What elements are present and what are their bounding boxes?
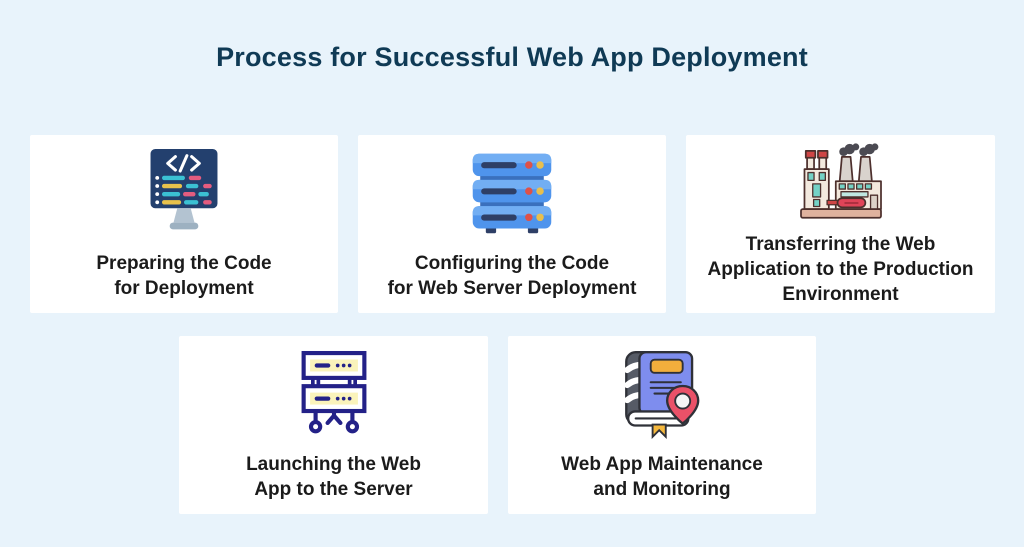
step-label: Configuring the Code for Web Server Depl… [387,253,637,299]
step-card-transferring-production: Transferring the Web Application to the … [686,135,995,313]
production-factory-icon [797,142,885,224]
web-server-stack-icon [465,147,559,239]
step-card-configuring-code: Configuring the Code for Web Server Depl… [358,135,666,313]
step-card-launching-server: Launching the Web App to the Server [179,336,488,514]
step-label: Launching the Web App to the Server [246,454,421,500]
code-monitor-icon [136,147,232,239]
step-label: Preparing the Code for Deployment [96,253,272,299]
step-label: Transferring the Web Application to the … [707,233,974,305]
step-label: Web App Maintenance and Monitoring [561,454,763,500]
page-title: Process for Successful Web App Deploymen… [216,42,808,72]
book-monitoring-icon [615,348,709,440]
step-card-preparing-code: Preparing the Code for Deployment [30,135,338,313]
server-network-icon [288,348,380,440]
step-card-maintenance-monitoring: Web App Maintenance and Monitoring [508,336,816,514]
